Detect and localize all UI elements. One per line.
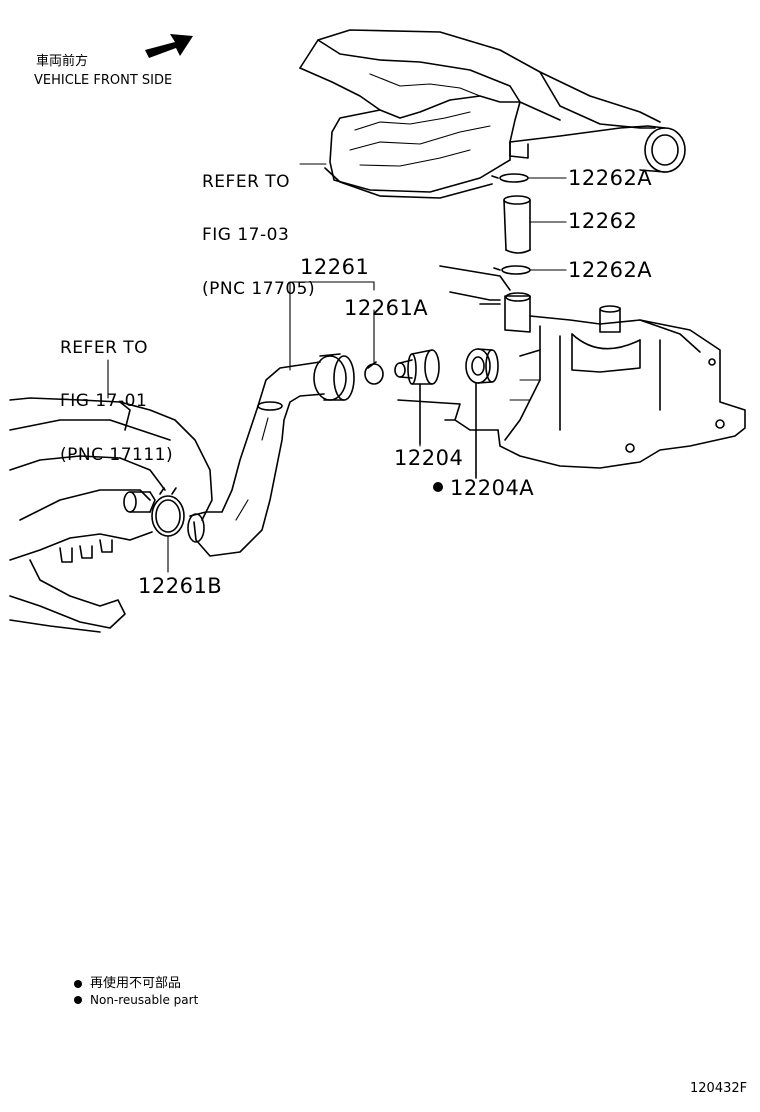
front-direction-arrow-icon — [145, 34, 193, 58]
orientation-label-en: VEHICLE FRONT SIDE — [34, 73, 173, 88]
grommet-12204A — [465, 348, 499, 479]
leader-lines — [289, 163, 421, 447]
part-label-12261: 12261 — [300, 255, 370, 279]
part-label-12262A-top: 12262A — [568, 166, 653, 190]
part-label-12261B: 12261B — [138, 574, 223, 598]
reference-line1: REFER TO — [202, 171, 291, 192]
reference-line3: (PNC 17705) — [202, 278, 316, 299]
cylinder-head-cover — [397, 265, 746, 469]
reference-line2: FIG 17-03 — [202, 225, 290, 246]
hose-12262 — [503, 195, 567, 254]
part-label-12261A: 12261A — [344, 296, 429, 320]
reference-line2: FIG 17-01 — [60, 391, 148, 412]
legend-non-reusable-en: Non-reusable part — [90, 993, 199, 1007]
clamp-12262A-top — [491, 173, 567, 183]
hose-12261 — [187, 353, 355, 557]
reference-line1: REFER TO — [60, 337, 149, 358]
part-label-12262: 12262 — [568, 209, 638, 233]
black-dot-icon — [74, 996, 82, 1004]
pcv-valve-12204 — [394, 349, 440, 445]
figure-code: 120432F — [690, 1081, 748, 1096]
part-label-12204A: 12204A — [450, 476, 535, 500]
reference-line3: (PNC 17111) — [60, 444, 174, 465]
air-intake-resonator — [299, 29, 686, 199]
black-dot-icon — [433, 482, 443, 492]
legend-non-reusable-jp: 再使用不可部品 — [90, 976, 182, 991]
intake-manifold — [9, 359, 213, 633]
clip-12261A — [364, 309, 384, 385]
clamp-12261B — [151, 487, 185, 573]
reference-fig-17-01: REFER TO FIG 17-01 (PNC 17111) — [60, 304, 173, 482]
part-label-12204: 12204 — [394, 446, 464, 470]
orientation-label-jp: 車両前方 — [36, 54, 89, 69]
black-dot-icon — [74, 980, 82, 988]
part-label-12262A-bottom: 12262A — [568, 258, 653, 282]
reference-fig-17-03: REFER TO FIG 17-03 (PNC 17705) — [202, 138, 315, 316]
clamp-12262A-bottom — [493, 265, 567, 275]
